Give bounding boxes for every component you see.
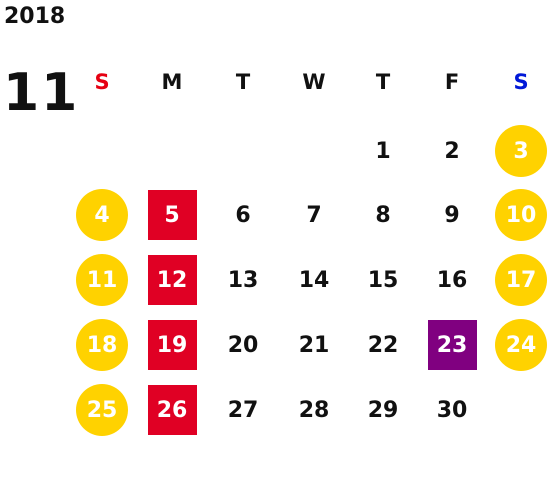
day-cell-26[interactable]: 26 — [147, 385, 197, 435]
day-cell-9[interactable]: 9 — [444, 202, 460, 228]
day-cell-18[interactable]: 18 — [76, 319, 128, 371]
day-cell-8[interactable]: 8 — [375, 202, 391, 228]
day-cell-28[interactable]: 28 — [298, 397, 330, 423]
day-cell-7[interactable]: 7 — [306, 202, 322, 228]
day-cell-23[interactable]: 23 — [427, 320, 477, 370]
day-cell-14[interactable]: 14 — [298, 267, 330, 293]
day-cell-6[interactable]: 6 — [235, 202, 251, 228]
day-cell-25[interactable]: 25 — [76, 384, 128, 436]
month-label: 11 — [3, 63, 80, 123]
weekday-friday: F — [444, 70, 460, 94]
day-cell-13[interactable]: 13 — [227, 267, 259, 293]
day-cell-1[interactable]: 1 — [375, 138, 391, 164]
year-label: 2018 — [4, 4, 66, 29]
day-cell-27[interactable]: 27 — [227, 397, 259, 423]
weekday-saturday: S — [513, 70, 529, 94]
day-cell-3[interactable]: 3 — [495, 125, 547, 177]
day-cell-11[interactable]: 11 — [76, 254, 128, 306]
day-cell-4[interactable]: 4 — [76, 189, 128, 241]
weekday-monday: M — [161, 70, 183, 94]
day-cell-5[interactable]: 5 — [147, 190, 197, 240]
weekday-thursday: T — [375, 70, 391, 94]
day-cell-29[interactable]: 29 — [367, 397, 399, 423]
weekday-tuesday: T — [235, 70, 251, 94]
day-cell-2[interactable]: 2 — [444, 138, 460, 164]
day-cell-20[interactable]: 20 — [227, 332, 259, 358]
day-cell-15[interactable]: 15 — [367, 267, 399, 293]
day-cell-17[interactable]: 17 — [495, 254, 547, 306]
day-cell-16[interactable]: 16 — [436, 267, 468, 293]
day-cell-19[interactable]: 19 — [147, 320, 197, 370]
day-cell-21[interactable]: 21 — [298, 332, 330, 358]
day-cell-30[interactable]: 30 — [436, 397, 468, 423]
day-cell-24[interactable]: 24 — [495, 319, 547, 371]
day-cell-10[interactable]: 10 — [495, 189, 547, 241]
day-cell-12[interactable]: 12 — [147, 255, 197, 305]
weekday-sunday: S — [94, 70, 110, 94]
weekday-wednesday: W — [302, 70, 326, 94]
day-cell-22[interactable]: 22 — [367, 332, 399, 358]
